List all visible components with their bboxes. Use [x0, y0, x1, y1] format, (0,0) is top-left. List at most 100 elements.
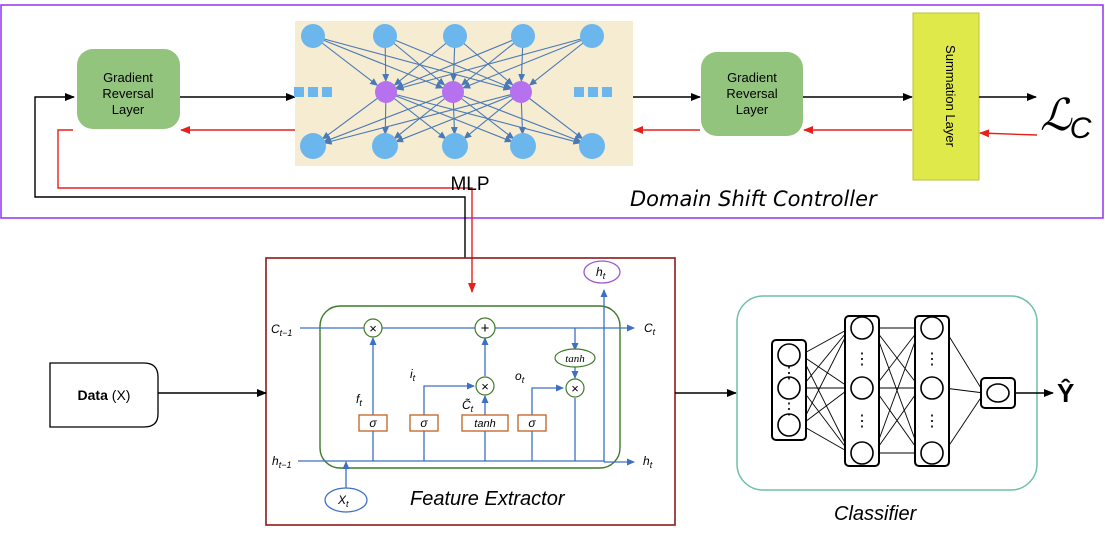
- h-t-top-label: ht: [596, 265, 606, 281]
- candidate-label: C̃t: [462, 397, 474, 414]
- summation-layer: Summation Layer: [912, 12, 980, 181]
- classifier-edge: [800, 387, 851, 426]
- data-input-rest: (X): [108, 387, 131, 403]
- mlp-output-node: [442, 133, 468, 159]
- output-multiply-op: ×: [571, 381, 579, 396]
- h-t-output-label: ht: [643, 454, 653, 470]
- c-t-label: Ct: [644, 321, 656, 337]
- domain-shift-controller-border: [0, 4, 1104, 219]
- mlp-ellipsis-square: [294, 87, 304, 97]
- classifier-output-label: Ŷ: [1057, 378, 1074, 408]
- classifier-ellipsis: ⋮: [854, 351, 870, 368]
- mlp-edge: [462, 35, 593, 89]
- x-t-label: Xt: [337, 493, 349, 509]
- reversed-gradient-path: [57, 129, 476, 293]
- summation-layer-label: Summation Layer: [943, 45, 958, 148]
- mlp-edge: [321, 91, 387, 140]
- classifier-ellipsis: ⋮: [781, 365, 797, 382]
- mlp-edge: [385, 91, 447, 140]
- classifier-node: [777, 343, 801, 367]
- input-multiply-op: ×: [481, 379, 489, 394]
- classifier-title: Classifier: [834, 503, 918, 525]
- mlp-edge: [395, 35, 524, 89]
- c-prev-label: Ct−1: [271, 322, 292, 338]
- mlp-edge: [312, 35, 444, 89]
- grl-left-line2: Reversal: [102, 86, 153, 101]
- loss-label: ℒC: [1040, 91, 1092, 145]
- classifier-node: [777, 376, 801, 400]
- mlp-input-node: [443, 24, 467, 48]
- mlp-edge: [528, 35, 593, 86]
- mlp-input-node: [373, 24, 397, 48]
- classifier-edge: [800, 327, 851, 356]
- mlp-edge: [384, 35, 446, 86]
- mlp-hidden-node: [375, 81, 397, 103]
- grl-right-line2: Reversal: [726, 86, 777, 101]
- classifier-ellipsis: ⋮: [781, 401, 797, 418]
- forget-gate-label: ft: [356, 392, 362, 408]
- classifier-edge: [943, 392, 985, 454]
- mlp-ellipsis-square: [308, 87, 318, 97]
- classifier-node: [850, 441, 874, 465]
- mlp-output-node: [300, 133, 326, 159]
- output-gate-sigma: σ: [528, 416, 536, 430]
- mlp-edge: [312, 35, 512, 91]
- mlp-hidden-node: [442, 81, 464, 103]
- mlp-edge: [385, 91, 582, 145]
- svg-text:Data (X): Data (X): [78, 387, 131, 403]
- classifier-edge: [943, 327, 985, 394]
- mlp-edge: [393, 91, 454, 140]
- mlp-hidden-node: [510, 81, 532, 103]
- mlp-edge: [395, 35, 593, 91]
- grl-right-line1: Gradient: [727, 70, 777, 85]
- classifier-node: [777, 413, 801, 437]
- classifier-ellipsis: ⋮: [924, 413, 940, 430]
- mlp-input-node: [301, 24, 325, 48]
- h-prev-label: ht−1: [272, 454, 291, 470]
- mlp-input-node: [511, 24, 535, 48]
- mlp-edge: [452, 91, 515, 140]
- classifier-edge: [800, 327, 851, 426]
- classifier-node: [920, 376, 944, 400]
- lstm-cell: × + × × tanh σ σ tanh σ Ct−1 Ct ht−1 ht …: [271, 260, 656, 513]
- output-gate-label: ot: [515, 369, 525, 385]
- mlp-edge: [463, 91, 522, 140]
- input-gate-label: it: [410, 367, 416, 383]
- mlp-ellipsis-square: [574, 87, 584, 97]
- mlp-edge: [385, 91, 513, 143]
- forget-gate-sigma: σ: [369, 416, 377, 430]
- mlp-label: MLP: [450, 174, 489, 195]
- loss-to-summation-red-arrow: [979, 129, 1038, 138]
- mlp-edge: [384, 35, 512, 89]
- classifier-edge: [873, 387, 921, 454]
- classifier-edge: [800, 327, 851, 389]
- mlp-edge: [323, 91, 454, 143]
- data-input-bold: Data: [78, 387, 109, 403]
- classifier-node: [850, 376, 874, 400]
- classifier-node: [920, 441, 944, 465]
- classifier-output-node: [986, 383, 1010, 403]
- mlp-ellipsis-square: [602, 87, 612, 97]
- classifier-ellipsis: ⋮: [854, 413, 870, 430]
- feature-extractor-border: [265, 257, 676, 526]
- forget-multiply-op: ×: [369, 321, 377, 336]
- classifier-edge: [800, 354, 851, 454]
- mlp-ellipsis-square: [322, 87, 332, 97]
- input-gate-sigma: σ: [420, 416, 428, 430]
- cell-add-op: +: [481, 320, 490, 337]
- classifier-edge: [873, 327, 921, 389]
- mlp-output-node: [579, 133, 605, 159]
- grl-right-line3: Layer: [736, 102, 769, 117]
- feature-extractor-title: Feature Extractor: [410, 488, 566, 510]
- mlp-edge: [395, 91, 522, 143]
- classifier-ellipsis: ⋮: [924, 351, 940, 368]
- mlp-edge: [454, 35, 514, 86]
- grl-left-line1: Gradient: [103, 70, 153, 85]
- feature-to-grl-path: [34, 93, 466, 258]
- mlp-edge: [323, 91, 522, 145]
- mlp-input-node: [580, 24, 604, 48]
- classifier-network: ⋮ ⋮ ⋮ ⋮ ⋮ ⋮: [771, 315, 1016, 467]
- classifier-node: [920, 316, 944, 340]
- grl-left-line3: Layer: [112, 102, 145, 117]
